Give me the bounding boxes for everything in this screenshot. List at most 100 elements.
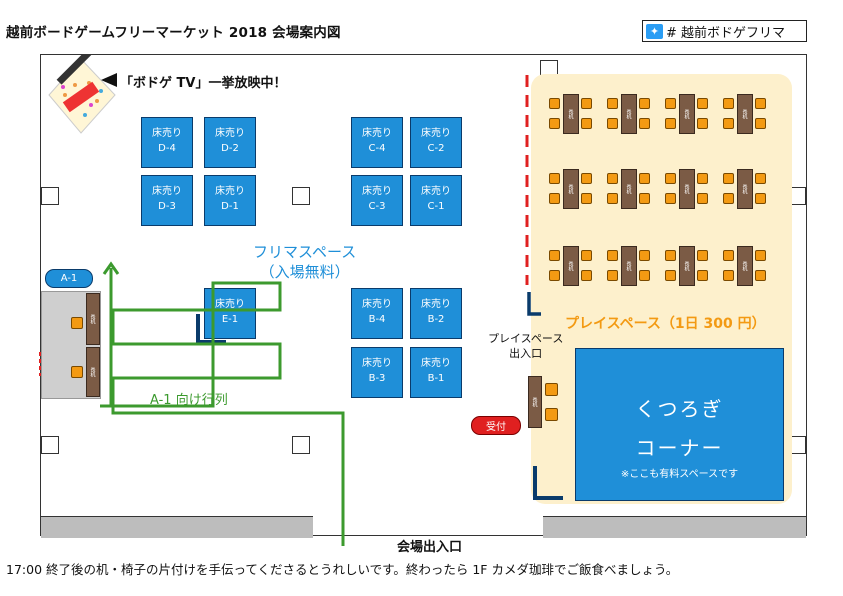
a1-desk: 長机: [86, 293, 100, 345]
chair: [665, 118, 676, 129]
play-desk: 長机: [563, 94, 579, 134]
boardgame-tv-logo: [48, 55, 116, 134]
kutsurogi-door-marker: [533, 466, 563, 500]
play-desk: 長机: [621, 246, 637, 286]
play-desk: 長机: [737, 246, 753, 286]
tv-pointer-arrow-icon: [101, 73, 117, 87]
chair: [697, 270, 708, 281]
chair: [665, 270, 676, 281]
play-door-marker: [527, 292, 541, 316]
queue-label: A-1 向け行列: [150, 393, 228, 408]
chair: [607, 193, 618, 204]
chair: [639, 270, 650, 281]
chair: [665, 250, 676, 261]
kutsurogi-corner: くつろぎ コーナー ※ここも有料スペースです: [575, 348, 784, 501]
chair: [549, 173, 560, 184]
chair: [581, 98, 592, 109]
chair: [723, 118, 734, 129]
chair: [607, 173, 618, 184]
play-desk: 長机: [737, 169, 753, 209]
chair: [697, 173, 708, 184]
play-desk: 長机: [737, 94, 753, 134]
wall-strip-right: [543, 516, 806, 538]
chair: [639, 118, 650, 129]
play-desk: 長机: [679, 246, 695, 286]
reception-desk: 長机: [528, 376, 542, 428]
chair: [545, 408, 558, 421]
chair: [665, 173, 676, 184]
play-desk: 長机: [621, 169, 637, 209]
chair: [581, 173, 592, 184]
chair: [581, 250, 592, 261]
page-title: 越前ボードゲームフリーマーケット 2018 会場案内図: [6, 25, 341, 41]
footer-note: 17:00 終了後の机・椅子の片付けを手伝ってくださるとうれしいです。終わったら…: [6, 562, 679, 577]
chair: [549, 270, 560, 281]
chair: [755, 173, 766, 184]
chair: [581, 270, 592, 281]
chair: [549, 118, 560, 129]
chair: [755, 193, 766, 204]
chair: [607, 98, 618, 109]
chair: [697, 98, 708, 109]
a1-badge: A-1: [45, 269, 93, 288]
chair: [607, 270, 618, 281]
hashtag-text: # 越前ボドゲフリマ: [666, 25, 786, 41]
twitter-bird-icon: ✦: [646, 23, 663, 39]
chair: [755, 118, 766, 129]
chair: [723, 193, 734, 204]
play-entry-label: プレイスペース 出入口: [488, 332, 564, 360]
play-desk: 長机: [563, 246, 579, 286]
chair: [71, 366, 83, 378]
chair: [581, 118, 592, 129]
a1-desk: 長机: [86, 347, 100, 397]
chair: [755, 270, 766, 281]
chair: [639, 250, 650, 261]
pillar: [292, 436, 310, 454]
chair: [639, 193, 650, 204]
chair: [639, 173, 650, 184]
chair: [71, 317, 83, 329]
hall-outline: [40, 54, 807, 536]
kutsurogi-subtitle: コーナー: [635, 436, 724, 460]
chair: [665, 98, 676, 109]
chair: [639, 98, 650, 109]
chair: [755, 250, 766, 261]
chair: [697, 193, 708, 204]
play-desk: 長机: [621, 94, 637, 134]
chair: [723, 173, 734, 184]
reception-badge: 受付: [471, 416, 521, 435]
tv-label: 「ボドゲ TV」一挙放映中！: [120, 76, 287, 91]
chair: [607, 250, 618, 261]
chair: [697, 118, 708, 129]
pillar: [41, 436, 59, 454]
e1-door-marker: [196, 314, 226, 344]
hashtag-box: ✦ # 越前ボドゲフリマ: [642, 20, 807, 42]
pillar: [41, 187, 59, 205]
side-door-marker: [39, 352, 41, 376]
chair: [581, 193, 592, 204]
wall-strip-left: [41, 516, 313, 538]
chair: [549, 250, 560, 261]
play-space-label: プレイスペース（1日 300 円）: [565, 316, 766, 332]
chair: [545, 383, 558, 396]
chair: [549, 98, 560, 109]
chair: [697, 250, 708, 261]
chair: [723, 98, 734, 109]
play-desk: 長机: [679, 169, 695, 209]
chair: [723, 270, 734, 281]
chair: [755, 98, 766, 109]
play-desk: 長机: [563, 169, 579, 209]
flea-space-label: フリマスペース （入場無料）: [253, 243, 357, 281]
kutsurogi-note: ※ここも有料スペースです: [620, 469, 739, 480]
